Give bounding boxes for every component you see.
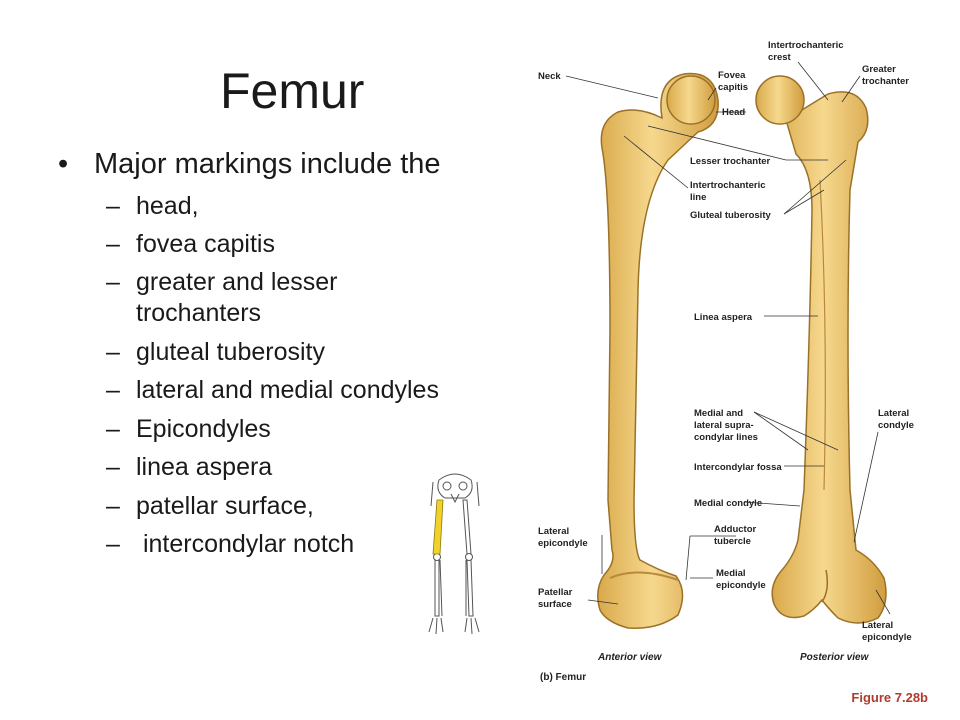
- label-lateral-condyle-1: Lateral: [878, 408, 909, 419]
- label-fovea-1: Fovea: [718, 70, 746, 81]
- dash-icon: –: [106, 376, 120, 404]
- leader-lines: [565, 61, 891, 615]
- label-intertrochanteric-line-2: line: [690, 192, 706, 203]
- label-intercondylar-fossa: Intercondylar fossa: [694, 462, 782, 473]
- dash-icon: –: [106, 415, 120, 443]
- label-intertrochanteric-crest-2: crest: [768, 52, 792, 63]
- sub-bullet-fovea: –fovea capitis: [106, 230, 275, 258]
- label-lateral-epicondyle-right-1: Lateral: [862, 620, 893, 631]
- sub-bullet-gluteal: –gluteal tuberosity: [106, 338, 326, 366]
- dash-icon: –: [106, 268, 120, 296]
- femur-figure: Neck Fovea capitis Head Intertrochanteri…: [538, 40, 914, 683]
- main-bullet-text: Major markings include the: [94, 148, 441, 180]
- label-medial-epicondyle-1: Medial: [716, 568, 746, 579]
- label-lateral-condyle-2: condyle: [878, 420, 914, 431]
- label-medial-epicondyle-2: epicondyle: [716, 580, 766, 591]
- sub-bullet-intercondylar: – intercondylar notch: [106, 530, 355, 558]
- dash-icon: –: [106, 338, 120, 366]
- skeleton-thumbnail-image: [428, 473, 480, 635]
- main-bullet: • Major markings include the: [58, 148, 441, 181]
- label-lateral-epicondyle-right-2: epicondyle: [862, 632, 912, 643]
- sub-bullet-condyles: –lateral and medial condyles: [106, 376, 439, 404]
- sub-bullet-epicondyles: –Epicondyles: [106, 415, 271, 443]
- slide-title: Femur: [220, 63, 365, 119]
- label-lateral-epicondyle-left-2: epicondyle: [538, 538, 588, 549]
- dash-icon: –: [106, 230, 120, 258]
- dash-icon: –: [106, 530, 120, 558]
- label-posterior-view: Posterior view: [800, 652, 870, 663]
- sub-bullet-head: –head,: [106, 192, 199, 220]
- label-intertrochanteric-line-1: Intertrochanteric: [690, 180, 766, 191]
- anterior-femur-drawing: [597, 72, 719, 629]
- label-fovea-2: capitis: [718, 82, 748, 93]
- label-head: Head: [722, 107, 745, 118]
- label-adductor-2: tubercle: [714, 536, 751, 547]
- label-adductor-1: Adductor: [714, 524, 757, 535]
- bullet-dot-icon: •: [58, 148, 69, 180]
- label-medial-condyle: Medial condyle: [694, 498, 762, 509]
- highlighted-femur-shape: [432, 499, 444, 555]
- label-greater-trochanter-1: Greater: [862, 64, 896, 75]
- label-patellar-surface-1: Patellar: [538, 587, 573, 598]
- posterior-femur-drawing: [755, 75, 887, 624]
- label-supracondylar-2: lateral supra-: [694, 420, 754, 431]
- label-panel: (b) Femur: [540, 672, 586, 683]
- dash-icon: –: [106, 492, 120, 520]
- label-lateral-epicondyle-left-1: Lateral: [538, 526, 569, 537]
- sub-bullet-linea-aspera: –linea aspera: [106, 453, 273, 481]
- dash-icon: –: [106, 453, 120, 481]
- label-supracondylar-1: Medial and: [694, 408, 743, 419]
- label-linea-aspera: Linea aspera: [694, 312, 753, 323]
- figure-caption: Figure 7.28b: [851, 690, 928, 705]
- dash-icon: –: [106, 192, 120, 220]
- sub-bullet-patellar: –patellar surface,: [106, 492, 314, 520]
- label-anterior-view: Anterior view: [597, 652, 663, 663]
- label-supracondylar-3: condylar lines: [694, 432, 758, 443]
- label-lesser-trochanter: Lesser trochanter: [690, 156, 771, 167]
- label-greater-trochanter-2: trochanter: [862, 76, 909, 87]
- label-intertrochanteric-crest-1: Intertrochanteric: [768, 40, 844, 51]
- label-patellar-surface-2: surface: [538, 599, 572, 610]
- label-neck: Neck: [538, 71, 561, 82]
- sub-bullet-trochanters: –greater and lesser: [106, 268, 338, 296]
- sub-bullet-trochanters-continued: trochanters: [136, 299, 262, 327]
- label-gluteal-tuberosity: Gluteal tuberosity: [690, 210, 771, 221]
